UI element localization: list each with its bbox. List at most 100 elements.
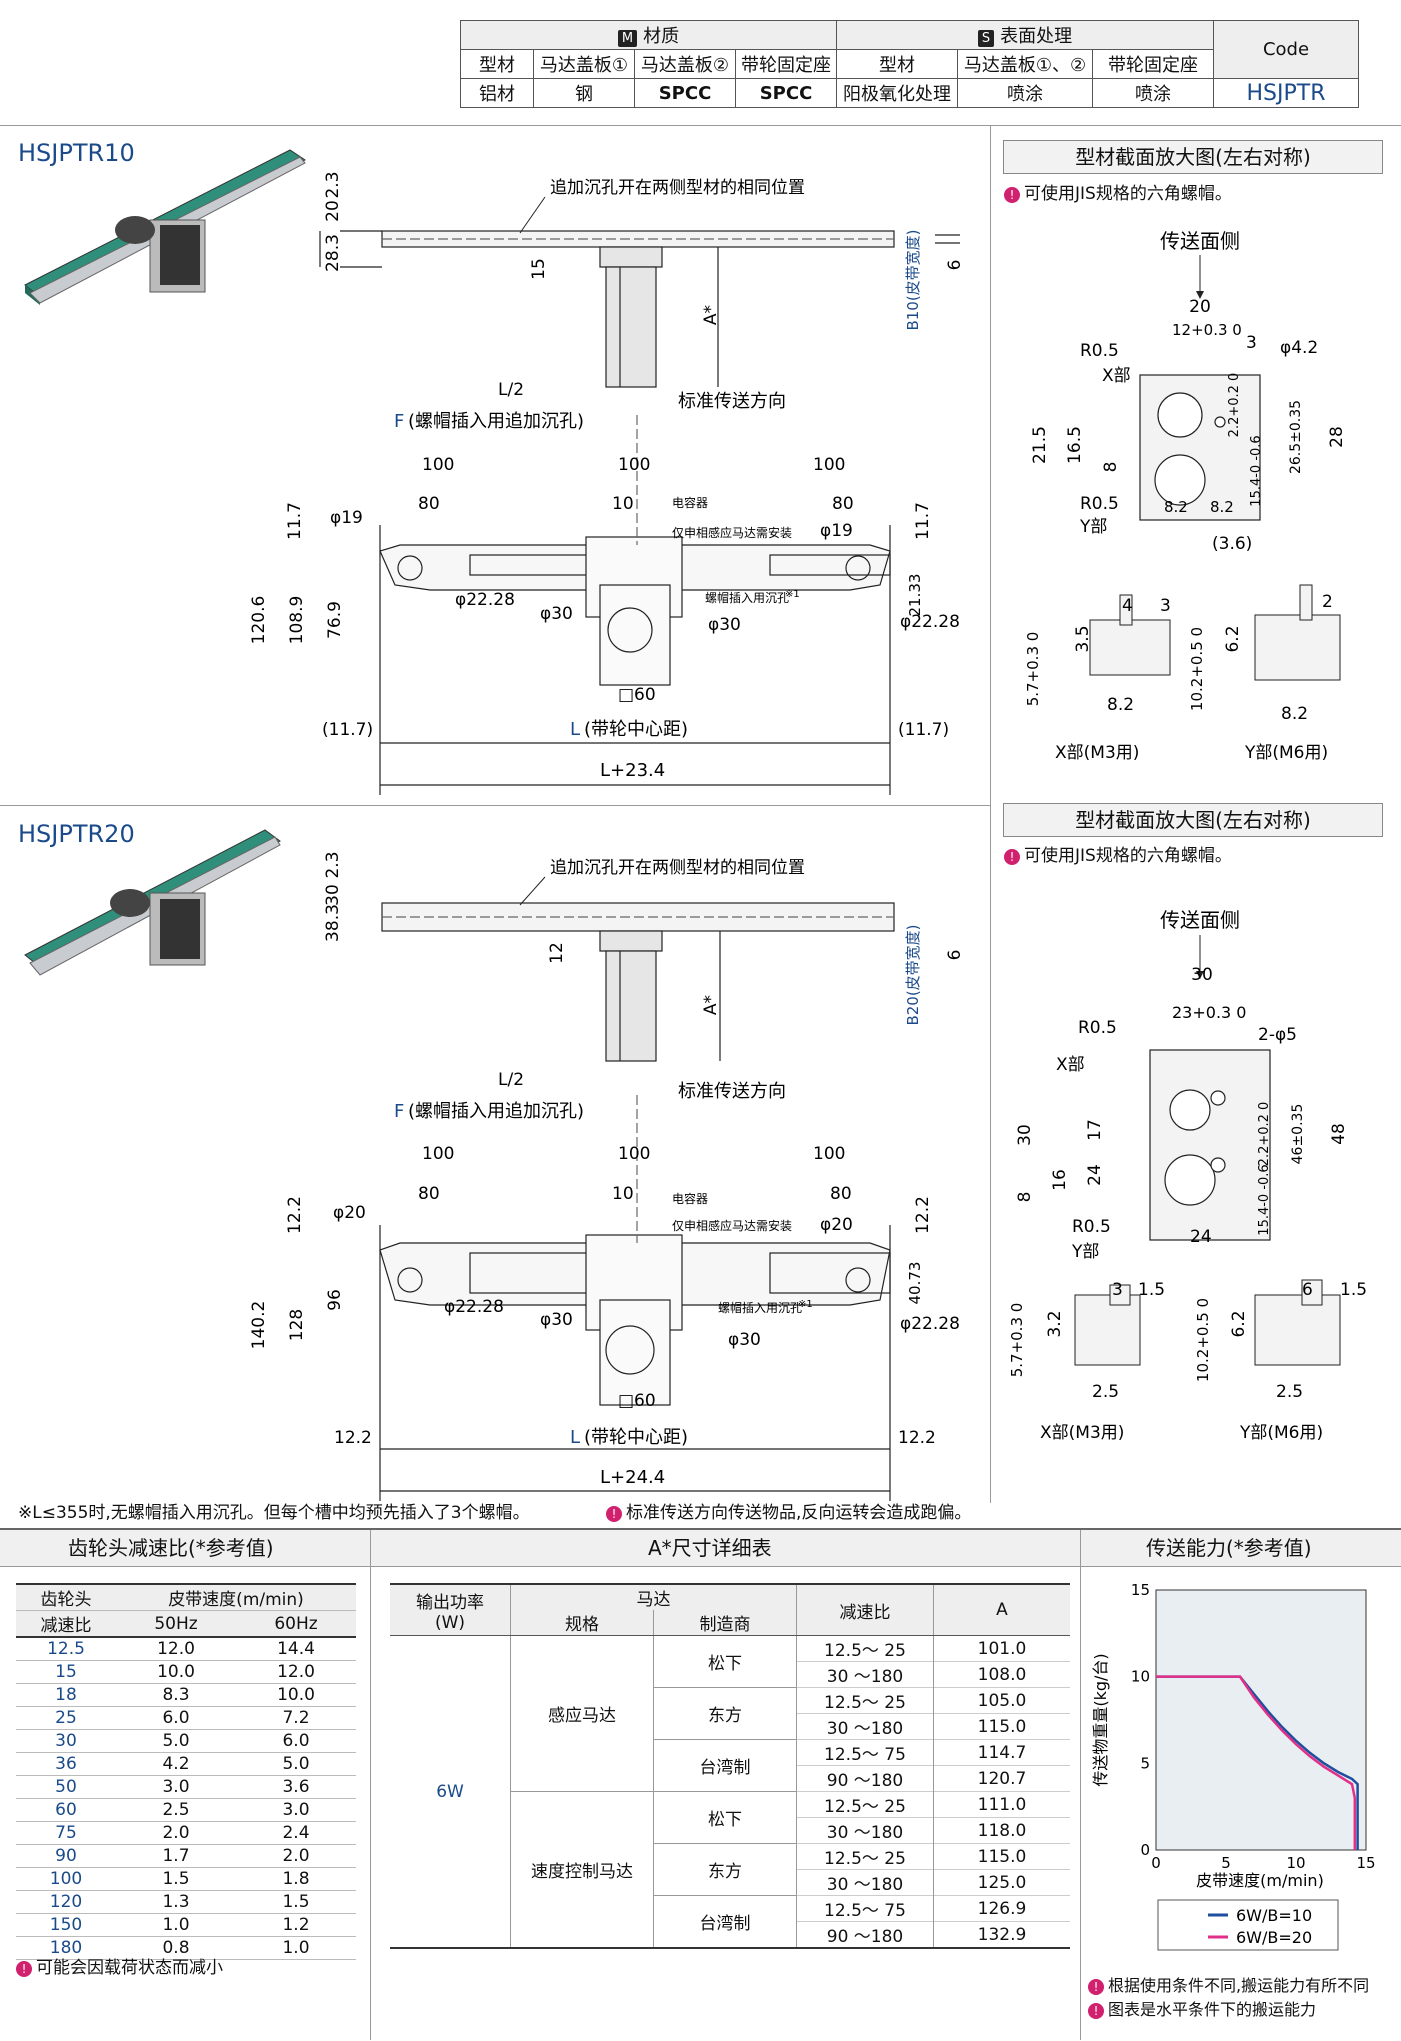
product-image-r10 xyxy=(24,149,306,305)
l-label-r10: L xyxy=(570,719,580,740)
x-tick-label: 5 xyxy=(1221,1854,1231,1872)
a-value-cell: 101.0 xyxy=(933,1635,1070,1662)
a-value-cell: 132.9 xyxy=(933,1921,1070,1948)
svg-text:2.5: 2.5 xyxy=(1092,1382,1119,1402)
ratio-cell: 100 xyxy=(16,1867,116,1891)
drawing-r10: 追加沉孔开在两侧型材的相同位置 28.3 20 2.3 15 6 A* B10(… xyxy=(24,149,965,795)
svg-text:3.2: 3.2 xyxy=(1045,1310,1065,1337)
svg-text:1.5: 1.5 xyxy=(1340,1280,1367,1300)
dim-a: A* xyxy=(701,305,721,325)
svg-text:X部(M3用): X部(M3用) xyxy=(1055,743,1139,763)
capacitor-note-r10: 仅申相感应马达需安装 xyxy=(672,525,792,540)
ratio-cell: 30 ～180 xyxy=(796,1869,934,1896)
section1-drawing: 传送面侧 20 12+0.3 0 3 φ4.2 R0.5 X部 2.2+0.2 … xyxy=(1024,229,1347,763)
ratio-cell: 12.5～ 25 xyxy=(796,1635,934,1662)
capacitor-note-r20: 仅申相感应马达需安装 xyxy=(672,1218,792,1233)
val-surface-profile: 阳极氧化处理 xyxy=(836,78,958,108)
maker-cell: 台湾制 xyxy=(653,1739,797,1792)
belt-width-r20: B20(皮带宽度) xyxy=(904,924,922,1025)
svg-text:12+0.3 0: 12+0.3 0 xyxy=(1172,321,1242,339)
speed-cell: 8.3 xyxy=(116,1683,236,1707)
svg-text:R0.5: R0.5 xyxy=(1072,1217,1111,1237)
a-value-cell: 115.0 xyxy=(933,1713,1070,1740)
svg-text:R0.5: R0.5 xyxy=(1080,341,1119,361)
dim-20: 20 xyxy=(323,200,343,222)
ratio-cell: 30 ～180 xyxy=(796,1713,934,1740)
svg-text:X部: X部 xyxy=(1056,1055,1085,1075)
speed-cell: 5.0 xyxy=(116,1729,236,1753)
svg-text:8: 8 xyxy=(1101,462,1121,473)
speed-cell: 3.6 xyxy=(236,1775,356,1799)
dim-108-9: 108.9 xyxy=(287,596,307,645)
dim-phi19-r: φ19 xyxy=(820,521,853,541)
bottom-header-bar xyxy=(0,1528,1401,1567)
svg-text:(3.6): (3.6) xyxy=(1212,534,1252,554)
model-title-r20: HSJPTR20 xyxy=(18,820,135,848)
ratio-cell: 25 xyxy=(16,1706,116,1730)
val-cover1: 钢 xyxy=(533,78,635,108)
s-badge: S xyxy=(977,30,995,47)
svg-text:10.2+0.5 0: 10.2+0.5 0 xyxy=(1194,1298,1212,1382)
svg-text:28: 28 xyxy=(1327,426,1347,448)
dim-30: 30 xyxy=(323,884,343,906)
svg-text:R0.5: R0.5 xyxy=(1078,1018,1117,1038)
ratio-cell: 90 ～180 xyxy=(796,1921,934,1948)
a-value-cell: 115.0 xyxy=(933,1843,1070,1870)
svg-text:46±0.35: 46±0.35 xyxy=(1290,1104,1306,1165)
svg-text:Y部(M6用): Y部(M6用) xyxy=(1244,743,1328,763)
ratio-cell: 180 xyxy=(16,1936,116,1960)
speed-cell: 2.0 xyxy=(116,1821,236,1845)
speed-cell: 12.0 xyxy=(236,1660,356,1684)
product-image-r20 xyxy=(24,829,281,976)
svg-text:传送面侧: 传送面侧 xyxy=(1160,908,1240,932)
side-view-r10 xyxy=(319,230,960,388)
drawing-r20: 追加沉孔开在两侧型材的相同位置 38.3 30 2.3 12 6 A* B20(… xyxy=(24,829,965,1501)
f-label-r20: F xyxy=(394,1101,404,1122)
speed-cell: 1.5 xyxy=(236,1890,356,1914)
svg-text:30: 30 xyxy=(1191,965,1213,985)
dim-100b-b: 100 xyxy=(618,1144,650,1164)
hole-sup-r20: ※1 xyxy=(798,1299,813,1310)
speed-cell: 1.0 xyxy=(116,1913,236,1937)
legend-label-1: 6W/B=10 xyxy=(1236,1906,1312,1925)
dim-40-73: 40.73 xyxy=(906,1262,924,1305)
chart-note-1: !根据使用条件不同,搬运能力有所不同 xyxy=(1088,1978,1369,1995)
dim-10-b: 10 xyxy=(612,1184,634,1204)
model-title-r10: HSJPTR10 xyxy=(18,139,135,167)
svg-text:X部: X部 xyxy=(1102,366,1131,386)
x-tick-label: 15 xyxy=(1356,1854,1375,1872)
legend-box xyxy=(1157,1899,1339,1951)
speed-cell: 10.0 xyxy=(116,1660,236,1684)
total-r20: L+24.4 xyxy=(600,1467,665,1488)
svg-text:5.7+0.3 0: 5.7+0.3 0 xyxy=(1024,632,1042,707)
dim-a-b: A* xyxy=(701,995,721,1015)
dim-80a: 80 xyxy=(418,494,440,514)
svg-text:1.5: 1.5 xyxy=(1138,1280,1165,1300)
col-pulley: 带轮固定座 xyxy=(735,49,837,79)
svg-text:8.2: 8.2 xyxy=(1281,704,1308,724)
surface-header: 表面处理 xyxy=(1000,26,1073,47)
val-profile: 铝材 xyxy=(460,78,534,108)
code-header: Code xyxy=(1213,20,1359,79)
dim-76-9: 76.9 xyxy=(325,601,345,639)
gear-note: !可能会因载荷状态而减小 xyxy=(16,1960,223,1977)
a-value-cell: 120.7 xyxy=(933,1765,1070,1792)
dim-phi22-28-l-b: φ22.28 xyxy=(444,1297,504,1317)
face-label: 传送面侧 xyxy=(1160,229,1240,253)
warning-icon: ! xyxy=(1004,849,1020,865)
dim-12-2-r: 12.2 xyxy=(913,1196,933,1234)
spec-cell: 感应马达 xyxy=(510,1635,654,1792)
series-line-2 xyxy=(1156,1675,1357,1850)
dim-80b-b: 80 xyxy=(830,1184,852,1204)
